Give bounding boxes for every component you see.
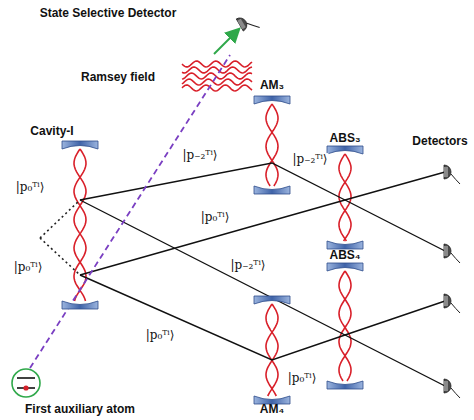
field-wave xyxy=(182,79,252,85)
cavity-label: Cavity-I xyxy=(29,125,74,139)
ramsey-field xyxy=(182,61,252,91)
detector-icon xyxy=(444,165,460,184)
field-wave xyxy=(182,61,252,67)
detection-arrow xyxy=(214,30,238,54)
field-wave xyxy=(339,271,351,381)
mirror xyxy=(254,186,290,194)
field-wave xyxy=(266,104,278,186)
mirror xyxy=(254,296,290,304)
detector-icon xyxy=(444,379,460,398)
detector-body xyxy=(444,296,448,306)
field-wave xyxy=(266,304,278,396)
state-label: |p₀ᵀⁱ⟩ xyxy=(200,211,231,225)
field-wave xyxy=(182,85,252,91)
beam-path xyxy=(80,163,445,386)
state-label: |p₀ᵀⁱ⟩ xyxy=(287,372,318,386)
detector-body xyxy=(444,165,451,179)
detector-icon xyxy=(236,11,259,35)
detector-body xyxy=(444,246,448,256)
detector-body xyxy=(444,381,448,391)
state-label: |p₋₂ᵀⁱ⟩ xyxy=(291,153,328,167)
cavity-label: ABS₃ xyxy=(329,132,362,146)
detector-body xyxy=(444,244,451,258)
state-label: |p₋₂ᵀⁱ⟩ xyxy=(229,259,266,273)
cavity-label: AM₄ xyxy=(259,403,285,417)
detector-label: State Selective Detector xyxy=(39,7,178,21)
field-wave xyxy=(182,67,252,73)
field-wave xyxy=(74,149,86,301)
field-label: Ramsey field xyxy=(80,71,156,85)
mirror xyxy=(62,301,98,309)
field-wave xyxy=(266,304,278,396)
detector-body xyxy=(444,167,448,177)
mirror xyxy=(327,381,363,389)
input-beam xyxy=(40,200,80,275)
mirror xyxy=(62,141,98,149)
detector-body xyxy=(444,379,451,393)
cavity-label: AM₃ xyxy=(259,79,285,93)
detector-wire xyxy=(451,174,460,184)
state-label: |p₀ᵀⁱ⟩ xyxy=(15,181,46,195)
detector-wire xyxy=(451,303,460,313)
detector-body xyxy=(444,294,451,308)
cavity-label: ABS₄ xyxy=(328,249,361,263)
field-wave xyxy=(182,73,252,79)
mirror xyxy=(62,96,363,404)
state-label: |p₋₂ᵀⁱ⟩ xyxy=(181,149,218,163)
state-label: |p₀ᵀⁱ⟩ xyxy=(145,329,176,343)
cavity-field xyxy=(74,104,351,396)
detector-label: Detectors xyxy=(411,135,468,149)
detector-icon xyxy=(444,294,460,313)
detector-body xyxy=(237,19,245,30)
mirror xyxy=(254,96,290,104)
detector-wire xyxy=(451,253,460,263)
state-label: |p₀ᵀⁱ⟩ xyxy=(13,261,44,275)
field-wave xyxy=(266,104,278,186)
atom-label: First auxiliary atom xyxy=(24,403,136,417)
mirror xyxy=(327,146,363,154)
field-wave xyxy=(74,149,86,301)
atom-symbol xyxy=(12,369,40,397)
detector-wire xyxy=(247,19,260,32)
detector-icon xyxy=(444,244,460,263)
mirror xyxy=(327,241,363,249)
detector-icon xyxy=(236,11,460,398)
field-wave xyxy=(339,271,351,381)
detector-wire xyxy=(451,388,460,398)
mirror xyxy=(327,263,363,271)
atom-path xyxy=(30,55,230,368)
